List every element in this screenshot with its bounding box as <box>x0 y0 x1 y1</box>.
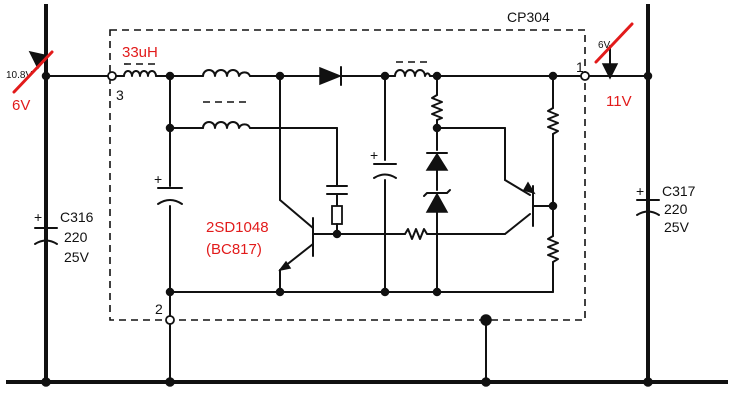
strike-line-icon <box>12 50 54 94</box>
junction-icon <box>41 71 653 387</box>
svg-text:+: + <box>154 171 162 187</box>
resistor-icon <box>404 228 430 240</box>
inductor-icon <box>202 69 251 103</box>
inductor-annotation: 33uH <box>122 44 158 61</box>
inductor-icon <box>394 61 431 77</box>
pin-label: 2 <box>155 301 163 317</box>
original-voltage-label: 10.8V <box>6 70 32 81</box>
npn-transistor-icon <box>278 75 338 293</box>
electrolytic-capacitor-icon: + <box>154 171 183 205</box>
transistor-equiv-annotation: (BC817) <box>206 241 262 258</box>
transistor-part-annotation: 2SD1048 <box>206 219 269 236</box>
zener-diode-icon <box>423 189 451 213</box>
diode-icon <box>319 66 343 86</box>
capacitor-name: C317 <box>662 183 696 199</box>
terminal-icon <box>107 71 117 81</box>
diode-icon <box>425 152 449 191</box>
capacitor-value: 220 <box>664 201 688 217</box>
original-voltage-label: 6V <box>598 40 611 51</box>
capacitor-icon <box>326 185 348 207</box>
resistor-icon <box>547 235 559 263</box>
capacitor-voltage: 25V <box>664 219 690 235</box>
svg-text:+: + <box>370 147 378 163</box>
electrolytic-capacitor-icon <box>34 227 58 245</box>
capacitor-name: C316 <box>60 209 94 225</box>
wire <box>436 75 531 293</box>
terminal-icon <box>580 71 590 81</box>
inductor-icon <box>123 63 158 77</box>
resistor-icon <box>431 94 443 121</box>
pin-label: 1 <box>576 59 584 75</box>
capacitor-value: 220 <box>64 229 88 245</box>
strike-line-icon <box>594 22 634 64</box>
terminal-icon <box>165 315 175 325</box>
wire <box>169 291 554 383</box>
module-boundary <box>109 29 586 321</box>
plus-sign: + <box>34 209 42 225</box>
module-label: CP304 <box>507 9 550 25</box>
electrolytic-capacitor-icon <box>636 199 660 216</box>
inductor-icon <box>202 121 251 129</box>
plus-sign: + <box>636 183 644 199</box>
pin-label: 3 <box>116 87 124 103</box>
electrolytic-capacitor-icon: + <box>370 147 397 179</box>
output-voltage-annotation: 11V <box>606 93 632 110</box>
wire <box>336 213 531 235</box>
input-voltage-annotation: 6V <box>12 97 30 114</box>
capacitor-voltage: 25V <box>64 249 90 265</box>
wire <box>169 75 338 321</box>
npn-transistor-icon <box>522 181 554 227</box>
resistor-icon <box>547 107 559 135</box>
